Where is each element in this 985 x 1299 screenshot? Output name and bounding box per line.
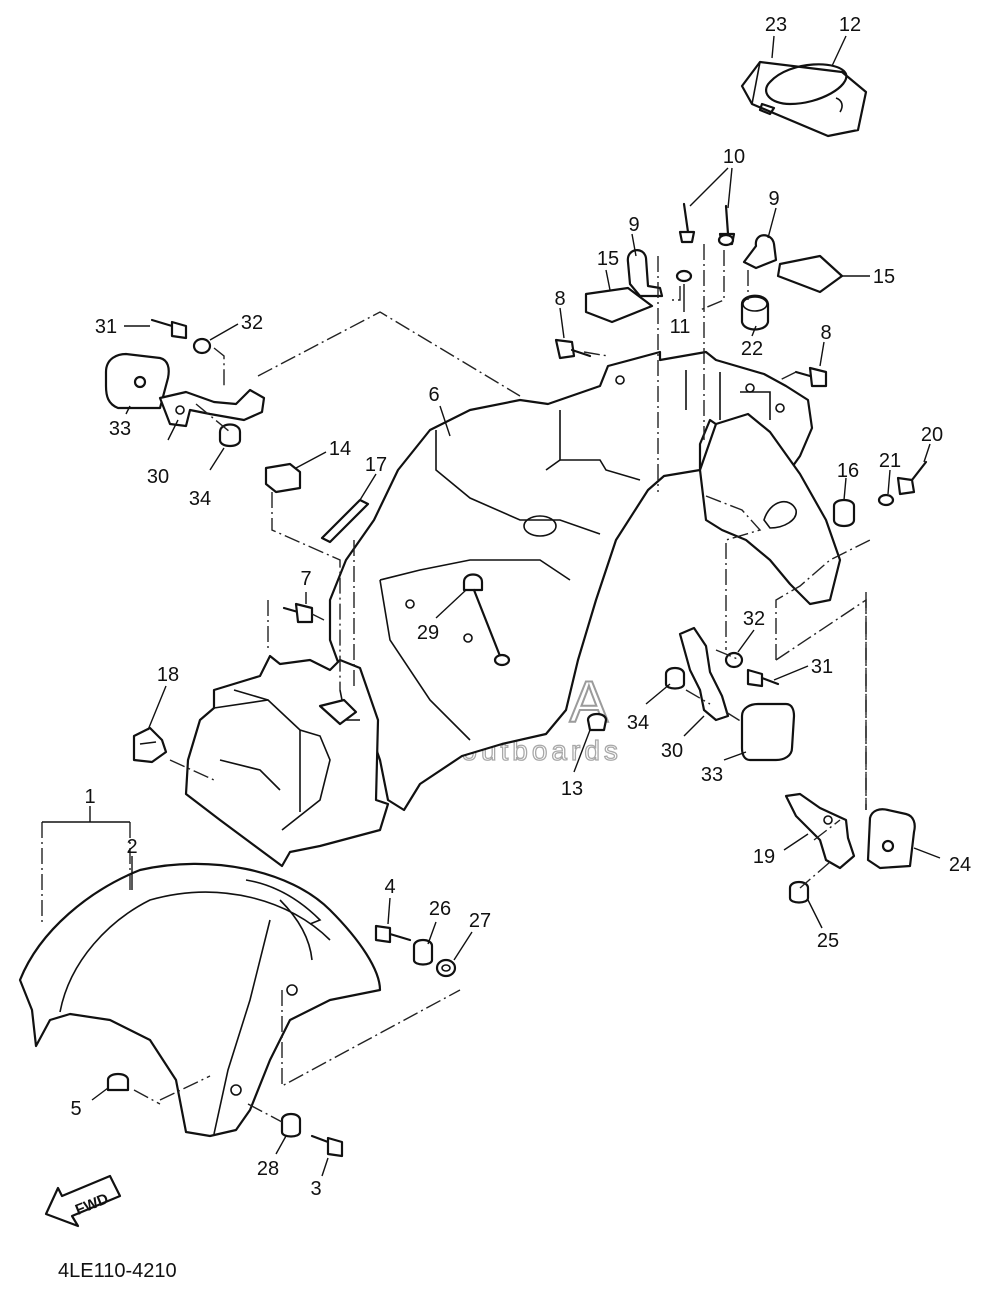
part-battery-box: [184, 654, 390, 868]
callout-12: 12: [839, 14, 861, 36]
assembly-lines: [41, 244, 871, 1123]
part-nut-34-left: [218, 423, 242, 448]
callout-28: 28: [257, 1158, 279, 1180]
callout-32-left: 32: [241, 312, 263, 334]
callout-15-left: 15: [597, 248, 619, 270]
callout-8-right: 8: [820, 322, 831, 344]
part-grommet-22: [740, 294, 770, 331]
callout-17: 17: [365, 454, 387, 476]
callout-14: 14: [329, 438, 351, 460]
part-front-fender-2: [18, 862, 382, 1138]
callout-22: 22: [741, 338, 763, 360]
callout-13: 13: [561, 778, 583, 800]
callout-1: 1: [84, 786, 95, 808]
callout-16: 16: [837, 460, 859, 482]
part-nut-32-left: [192, 337, 212, 355]
part-bolt-31-right: [746, 668, 780, 688]
part-bolt-31-left: [150, 318, 188, 340]
callout-31-right: 31: [811, 656, 833, 678]
callout-25: 25: [817, 930, 839, 952]
part-pad-15: [584, 254, 844, 324]
callout-27: 27: [469, 910, 491, 932]
callout-33-right: 33: [701, 764, 723, 786]
callout-11: 11: [670, 316, 691, 338]
part-reflector-24: [866, 808, 916, 870]
part-stay-30-left: [158, 388, 266, 428]
part-bolt-4: [374, 924, 412, 944]
part-reflector-33-left: [104, 352, 170, 410]
callout-5: 5: [70, 1098, 81, 1120]
callout-8-left: 8: [554, 288, 565, 310]
callout-20: 20: [921, 424, 943, 446]
part-washer-27: [435, 958, 457, 978]
fwd-arrow-icon: FWD: [44, 1174, 122, 1228]
part-washer-21: [877, 493, 895, 507]
part-bracket-19: [784, 792, 856, 870]
part-bolt-3: [310, 1134, 344, 1158]
callout-18: 18: [157, 664, 179, 686]
part-nut-34-right: [664, 666, 686, 690]
part-nut-25: [788, 880, 810, 904]
callout-34-left: 34: [189, 488, 211, 510]
part-bolt-5: [106, 1072, 130, 1092]
part-bolt-29: [462, 573, 511, 667]
callout-21: 21: [879, 450, 901, 472]
callout-10: 10: [723, 146, 745, 168]
callout-6: 6: [428, 384, 439, 406]
callout-3: 3: [310, 1178, 321, 1200]
callout-30-left: 30: [147, 466, 169, 488]
callout-29: 29: [417, 622, 439, 644]
part-reflector-33-right: [740, 702, 796, 762]
part-washer-11: [675, 233, 735, 283]
part-bracket-9: [626, 234, 778, 298]
part-strip-17: [320, 498, 370, 544]
callout-15-right: 15: [873, 266, 895, 288]
callout-23: 23: [765, 14, 787, 36]
part-rear-fender-6: [328, 350, 814, 812]
callout-32-right: 32: [743, 608, 765, 630]
part-stay-30-right: [678, 626, 730, 722]
callout-19: 19: [753, 846, 775, 868]
callout-9-right: 9: [768, 188, 779, 210]
part-bolt-20: [896, 460, 928, 496]
callout-24: 24: [949, 854, 971, 876]
callout-31-left: 31: [95, 316, 117, 338]
part-pad-23: [740, 60, 868, 138]
part-rivet-13: [586, 712, 608, 732]
part-collar-16: [832, 498, 856, 528]
part-clamp-18: [132, 726, 168, 764]
part-rear-fender-tail: [698, 412, 842, 606]
callout-2: 2: [126, 836, 137, 858]
part-bolt-7: [282, 602, 314, 624]
part-band-12: [758, 63, 848, 116]
part-bolt-8: [554, 338, 828, 388]
callout-33-left: 33: [109, 418, 131, 440]
callout-34-right: 34: [627, 712, 649, 734]
leader-lines: [42, 35, 941, 1177]
part-block-14: [264, 462, 302, 494]
callout-26: 26: [429, 898, 451, 920]
callout-labels: 23 12 10 9 9 15 15 8 11 22 8 31 32 6 33 …: [70, 14, 971, 1200]
callout-30-right: 30: [661, 740, 683, 762]
diagram-code: 4LE110-4210: [58, 1260, 177, 1282]
part-collar-26: [412, 938, 434, 966]
callout-4: 4: [384, 876, 395, 898]
callout-9-left: 9: [628, 214, 639, 236]
part-collar-28: [280, 1112, 302, 1138]
callout-7: 7: [300, 568, 311, 590]
